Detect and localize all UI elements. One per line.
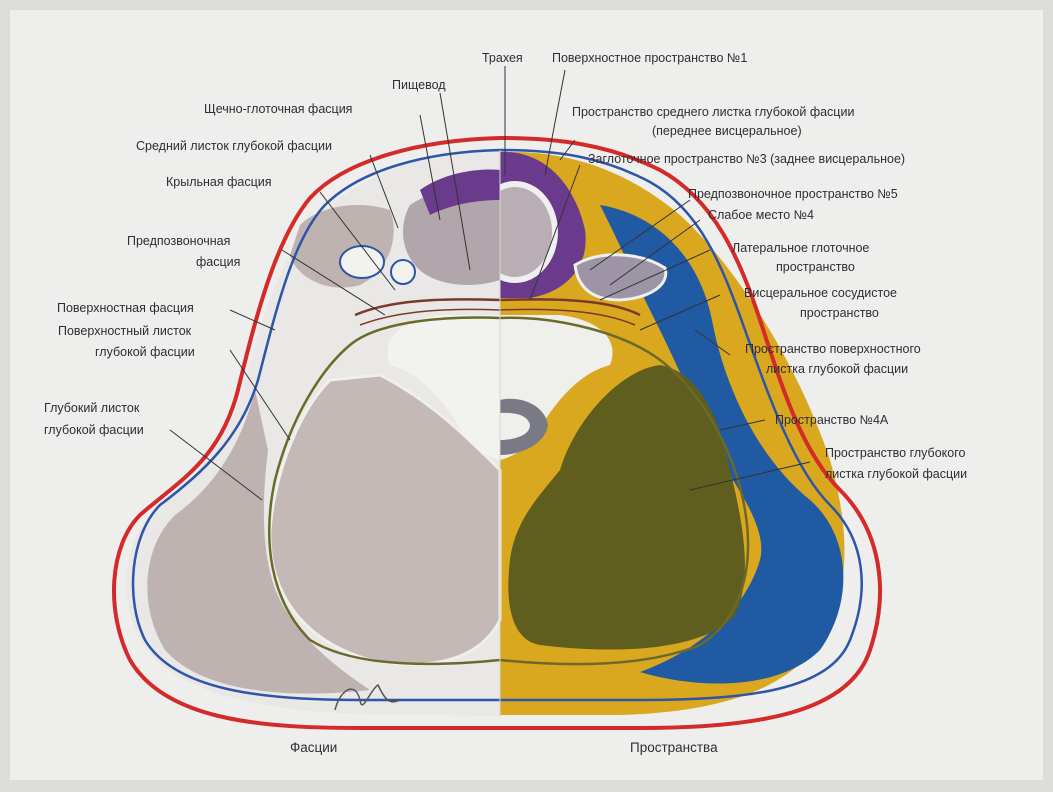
label-superficial-space-1: Поверхностное пространство №1 [552, 51, 747, 65]
label-lateral-pharyngeal-2: пространство [776, 260, 855, 274]
label-visceral-vascular-1: Висцеральное сосудистое [744, 286, 897, 300]
label-visceral-vascular-2: пространство [800, 306, 879, 320]
label-trachea: Трахея [482, 51, 523, 65]
label-danger-space-4: Слабое место №4 [708, 208, 814, 222]
label-deep-layer-space-1: Пространство глубокого [825, 446, 965, 460]
label-superficial-fascia: Поверхностная фасция [57, 301, 194, 315]
label-superficial-layer-2: глубокой фасции [95, 345, 195, 359]
label-space-4a: Пространство №4А [775, 413, 889, 427]
label-buccopharyngeal-fascia: Щечно-глоточная фасция [204, 102, 352, 116]
label-superficial-layer-1: Поверхностный листок [58, 324, 192, 338]
label-deep-layer-1: Глубокий листок [44, 401, 140, 415]
caption-fasciae: Фасции [290, 740, 337, 755]
label-esophagus: Пищевод [392, 78, 446, 92]
label-lateral-pharyngeal-1: Латеральное глоточное [732, 241, 869, 255]
label-middle-layer-deep-fascia: Средний листок глубокой фасции [136, 139, 332, 153]
label-deep-layer-2: глубокой фасции [44, 423, 144, 437]
label-prevertebral-fascia-2: фасция [196, 255, 240, 269]
label-middle-layer-space-1: Пространство среднего листка глубокой фа… [572, 105, 854, 119]
label-superficial-layer-space-1: Пространство поверхностного [745, 342, 921, 356]
carotid-left [340, 246, 384, 278]
label-prevertebral-space-5: Предпозвоночное пространство №5 [688, 187, 898, 201]
caption-spaces: Пространства [630, 740, 718, 755]
label-middle-layer-space-2: (переднее висцеральное) [652, 124, 802, 138]
jugular-left [391, 260, 415, 284]
label-superficial-layer-space-2: листка глубокой фасции [766, 362, 908, 376]
label-retropharyngeal-space-3: Заглоточное пространство №3 (заднее висц… [588, 152, 905, 166]
label-deep-layer-space-2: листка глубокой фасции [825, 467, 967, 481]
label-alar-fascia: Крыльная фасция [166, 175, 272, 189]
label-prevertebral-fascia-1: Предпозвоночная [127, 234, 230, 248]
